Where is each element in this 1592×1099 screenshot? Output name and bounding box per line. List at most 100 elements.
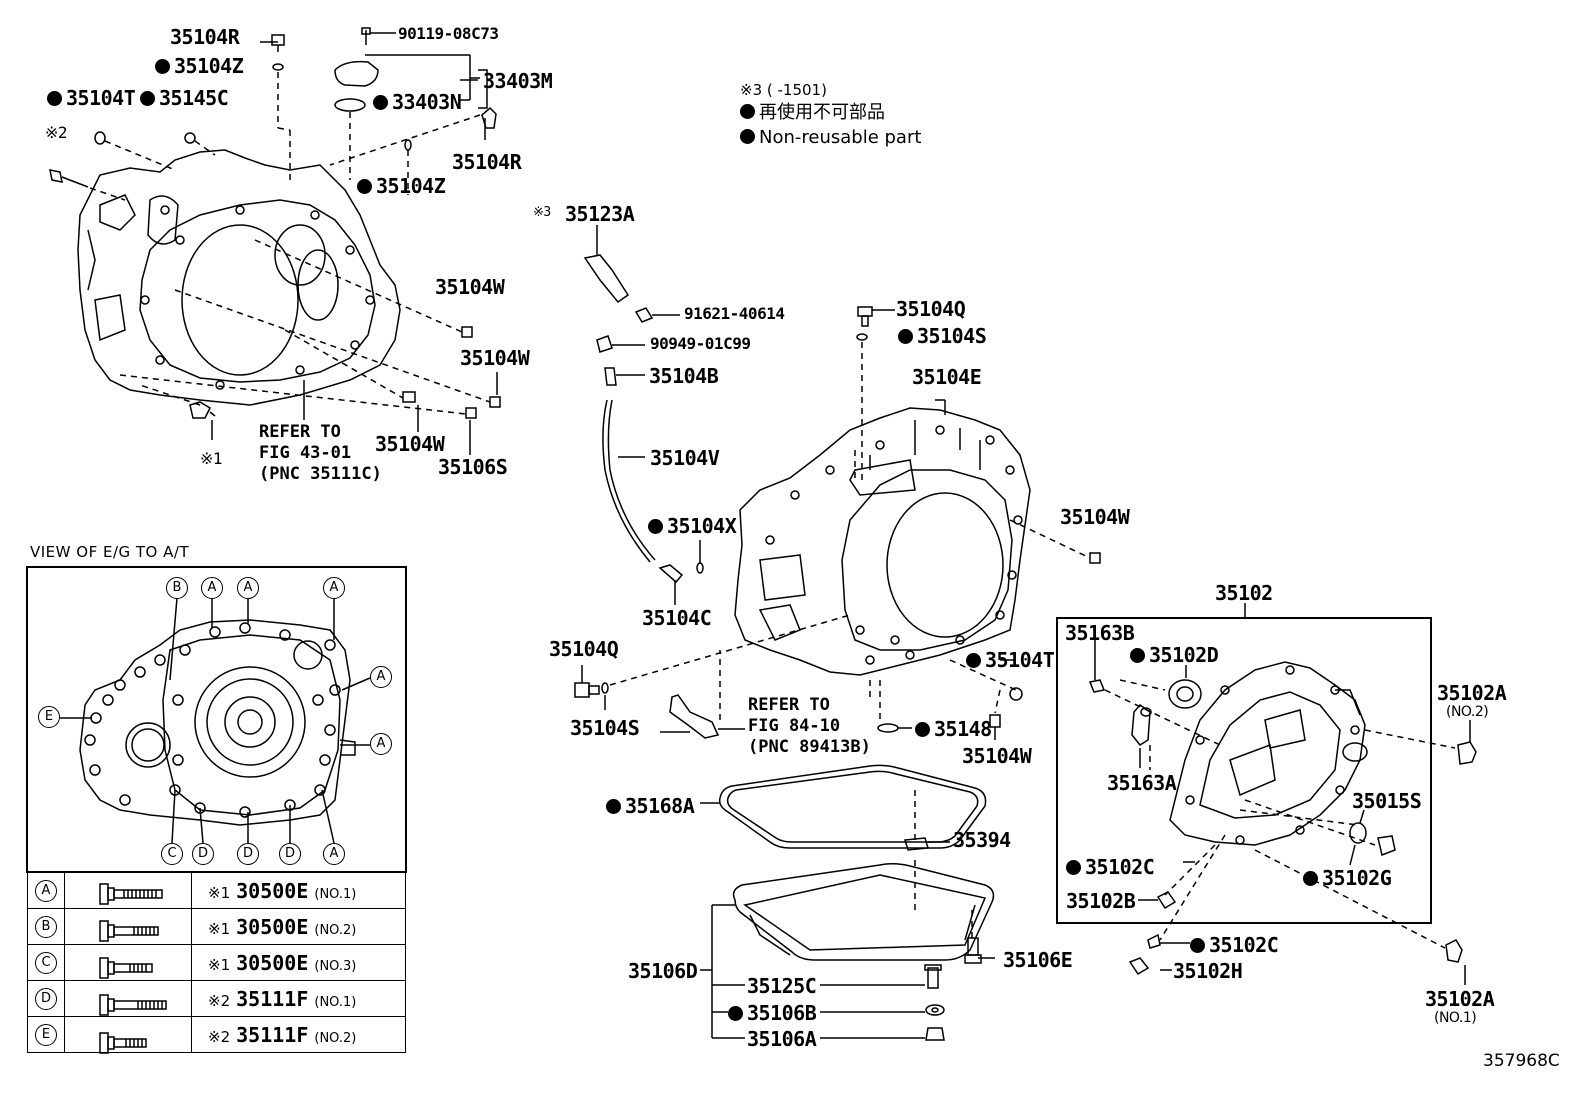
label-35104Q-left: 35104Q	[549, 637, 619, 661]
label-35104C: 35104C	[642, 606, 712, 630]
refer-fig84-line1: REFER TO	[748, 695, 830, 715]
label-35104W-b: 35104W	[460, 346, 530, 370]
label-35104W-e: 35104W	[962, 744, 1032, 768]
label-35104W-a: 35104W	[435, 275, 505, 299]
label-33403M: 33403M	[483, 69, 553, 93]
legend-jp: 再使用不可部品	[740, 104, 885, 122]
bolt-part: 30500E	[236, 950, 309, 975]
table-row: E ※2 35111F (NO.2)	[27, 1016, 406, 1053]
bolt-code: E	[35, 1024, 57, 1046]
bolt-note: ※2	[208, 1027, 231, 1046]
refer-fig43-line2: FIG 43-01	[259, 443, 352, 463]
label-35102C-b: 35102C	[1190, 935, 1279, 955]
label-35123A: 35123A	[565, 202, 635, 226]
label-35104R: 35104R	[170, 25, 240, 49]
callout-a: A	[370, 666, 392, 688]
callout-a: A	[370, 733, 392, 755]
label-35106B: 35106B	[728, 1003, 817, 1023]
callout-d: D	[279, 843, 301, 865]
refer-fig84-line2: FIG 84-10	[748, 716, 841, 736]
transaxle-housing	[77, 149, 401, 406]
label-35168A: 35168A	[606, 796, 695, 816]
nonreusable-dot-icon	[740, 129, 755, 144]
bolt-note: ※1	[208, 919, 231, 938]
label-35102A-no2-sub: (NO.2)	[1446, 704, 1489, 720]
label-35102: 35102	[1215, 581, 1273, 605]
nonreusable-dot-icon	[740, 104, 755, 119]
legend-note3: ※3 ( -1501)	[740, 81, 827, 99]
label-35104B: 35104B	[649, 364, 719, 388]
label-35102H: 35102H	[1173, 959, 1243, 983]
diagram-code: 357968C	[1483, 1051, 1560, 1071]
callout-a: A	[201, 577, 223, 599]
label-90949-01C99: 90949-01C99	[650, 334, 751, 353]
label-35106A: 35106A	[747, 1027, 817, 1051]
callout-a: A	[237, 577, 259, 599]
bolt-no: (NO.1)	[314, 886, 357, 902]
label-35102A-no1-sub: (NO.1)	[1434, 1010, 1477, 1026]
table-row: C ※1 30500E (NO.3)	[27, 944, 406, 981]
label-35104T-right: 35104T	[966, 650, 1055, 670]
bolt-no: (NO.1)	[314, 994, 357, 1010]
mark-3: ※3	[533, 205, 551, 220]
bolt-no: (NO.3)	[314, 958, 357, 974]
bolt-note: ※1	[208, 955, 231, 974]
bolt-code: A	[35, 880, 57, 902]
label-35104R-right: 35104R	[452, 150, 522, 174]
label-35102A-no1: 35102A	[1425, 987, 1495, 1011]
callout-c: C	[161, 843, 183, 865]
bolt-no: (NO.2)	[314, 1030, 357, 1046]
callout-a: A	[323, 843, 345, 865]
callout-e: E	[38, 706, 60, 728]
label-35102B: 35102B	[1066, 889, 1136, 913]
view-housing-art	[79, 619, 356, 826]
bolt-note: ※2	[208, 991, 231, 1010]
refer-fig43-line1: REFER TO	[259, 422, 341, 442]
bolt-part: 35111F	[236, 1022, 309, 1047]
label-33403N: 33403N	[373, 92, 462, 112]
label-35104V: 35104V	[650, 446, 720, 470]
label-35163A: 35163A	[1107, 771, 1177, 795]
legend-jp-text: 再使用不可部品	[759, 102, 885, 123]
refer-fig84-line3: (PNC 89413B)	[748, 737, 871, 757]
label-35106D: 35106D	[628, 959, 698, 983]
table-row: D ※2 35111F (NO.1)	[27, 980, 406, 1017]
label-91621-40614: 91621-40614	[684, 304, 785, 323]
view-title: VIEW OF E/G TO A/T	[30, 543, 190, 561]
label-35104Z: 35104Z	[155, 56, 244, 76]
legend-en-text: Non-reusable part	[759, 127, 922, 148]
mark-2: ※2	[45, 123, 68, 142]
refer-fig43-line3: (PNC 35111C)	[259, 464, 382, 484]
table-row: B ※1 30500E (NO.2)	[27, 908, 406, 945]
bolt-code: C	[35, 952, 57, 974]
bolt-part: 35111F	[236, 986, 309, 1011]
bolt-no: (NO.2)	[314, 922, 357, 938]
extension-housing	[1169, 661, 1368, 846]
label-35145C: 35145C	[140, 88, 229, 108]
label-35102C-a: 35102C	[1066, 857, 1155, 877]
bolt-part: 30500E	[236, 914, 309, 939]
label-35104S-top: 35104S	[898, 326, 987, 346]
callout-b: B	[166, 577, 188, 599]
label-35125C: 35125C	[747, 974, 817, 998]
mark-1: ※1	[200, 449, 223, 468]
legend-en: Non-reusable part	[740, 129, 921, 147]
bolt-code: D	[35, 988, 57, 1010]
label-35106E: 35106E	[1003, 948, 1073, 972]
callout-a: A	[323, 577, 345, 599]
label-35015S: 35015S	[1352, 789, 1422, 813]
label-35163B: 35163B	[1065, 621, 1135, 645]
label-35104W-d: 35104W	[1060, 505, 1130, 529]
label-35104Z-mid: 35104Z	[357, 176, 446, 196]
label-35104W-c: 35104W	[375, 432, 445, 456]
label-35102A-no2: 35102A	[1437, 681, 1507, 705]
label-35104X: 35104X	[648, 516, 737, 536]
label-35102G: 35102G	[1303, 868, 1392, 888]
transmission-case	[734, 407, 1031, 676]
callout-d: D	[192, 843, 214, 865]
bolt-note: ※1	[208, 883, 231, 902]
label-90119-08C73: 90119-08C73	[398, 24, 499, 43]
bolt-code: B	[35, 916, 57, 938]
